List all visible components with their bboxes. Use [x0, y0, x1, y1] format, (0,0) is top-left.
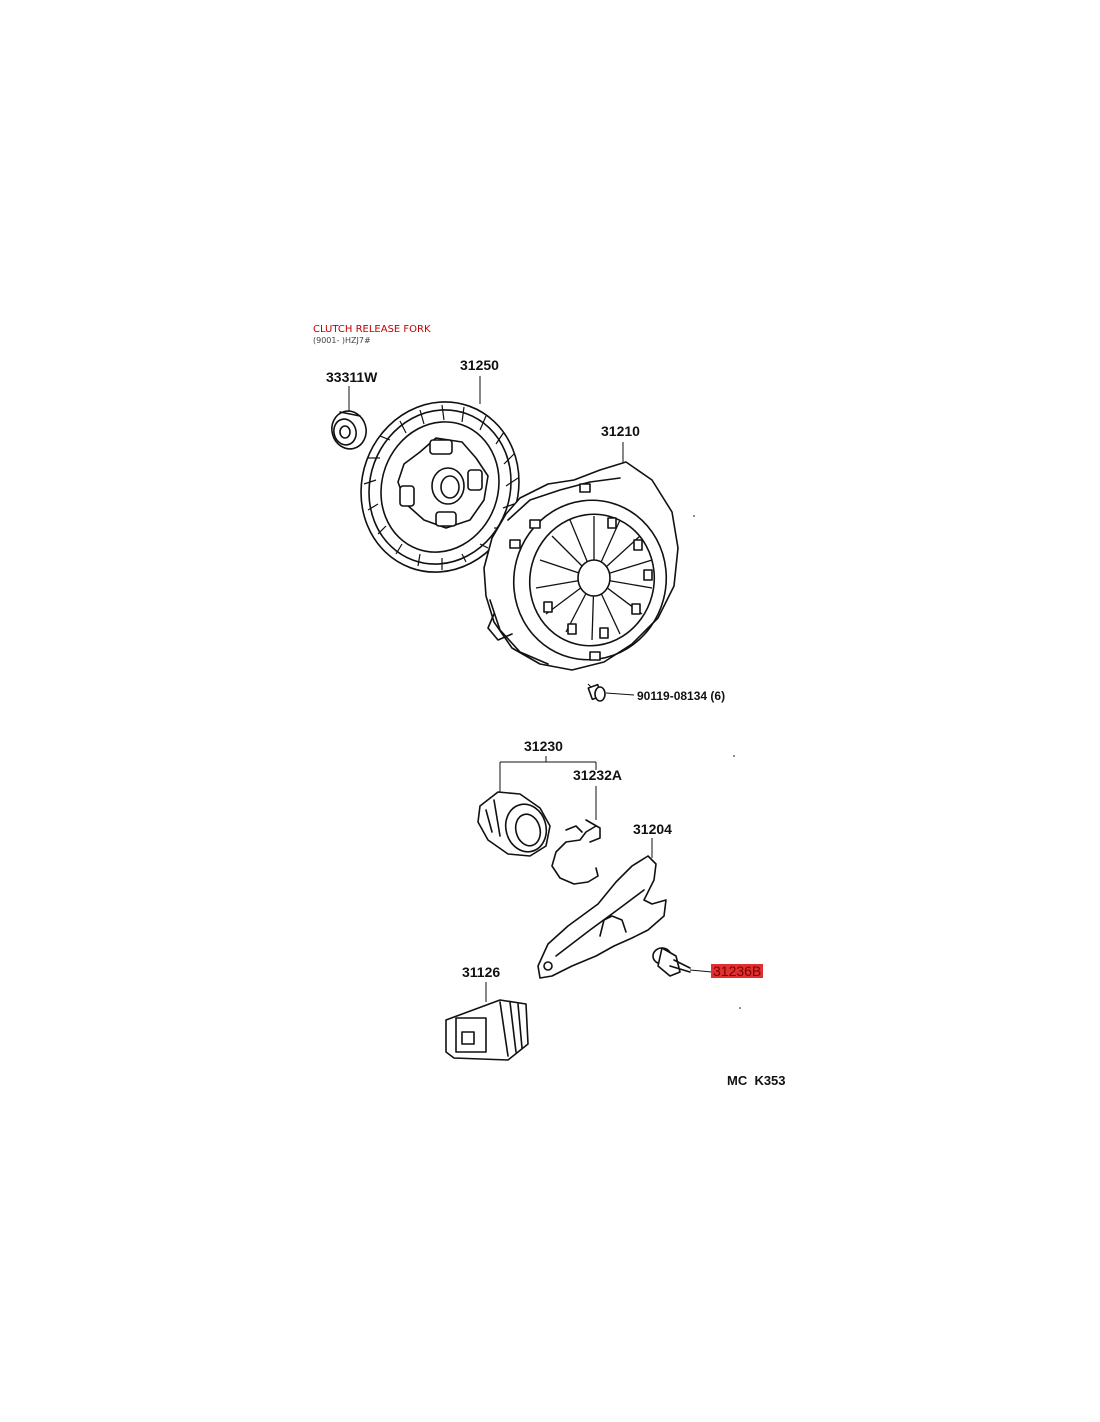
- part-label-31126[interactable]: 31126: [462, 964, 501, 980]
- diagram-subtitle: (9001- )HZJ7#: [313, 336, 371, 345]
- pilot-bearing-drawing: [331, 386, 367, 450]
- release-bearing-drawing: [477, 791, 551, 857]
- release-fork-drawing: [537, 838, 667, 979]
- diagram-title: CLUTCH RELEASE FORK: [313, 324, 431, 335]
- part-label-31210[interactable]: 31210: [601, 423, 640, 439]
- bolt-drawing: [587, 683, 635, 702]
- clutch-disc-drawing: [360, 376, 520, 573]
- part-label-31232a[interactable]: 31232A: [573, 767, 623, 783]
- part-label-31250[interactable]: 31250: [460, 357, 499, 373]
- pressure-plate-drawing: [483, 442, 679, 671]
- release-clip-drawing: [551, 819, 601, 885]
- part-label-90119-08134[interactable]: 90119-08134 (6): [637, 689, 726, 703]
- part-label-31204[interactable]: 31204: [633, 821, 672, 837]
- part-label-31230[interactable]: 31230: [524, 738, 563, 754]
- part-label-31236b-highlighted[interactable]: 31236B: [711, 963, 764, 979]
- part-label-33311w[interactable]: 33311W: [326, 369, 378, 385]
- pivot-bolt-drawing: [652, 947, 713, 977]
- diagram-code: MC K353: [727, 1073, 786, 1088]
- bearing-bracket-lines: [499, 756, 597, 820]
- dust-boot-drawing: [445, 982, 529, 1061]
